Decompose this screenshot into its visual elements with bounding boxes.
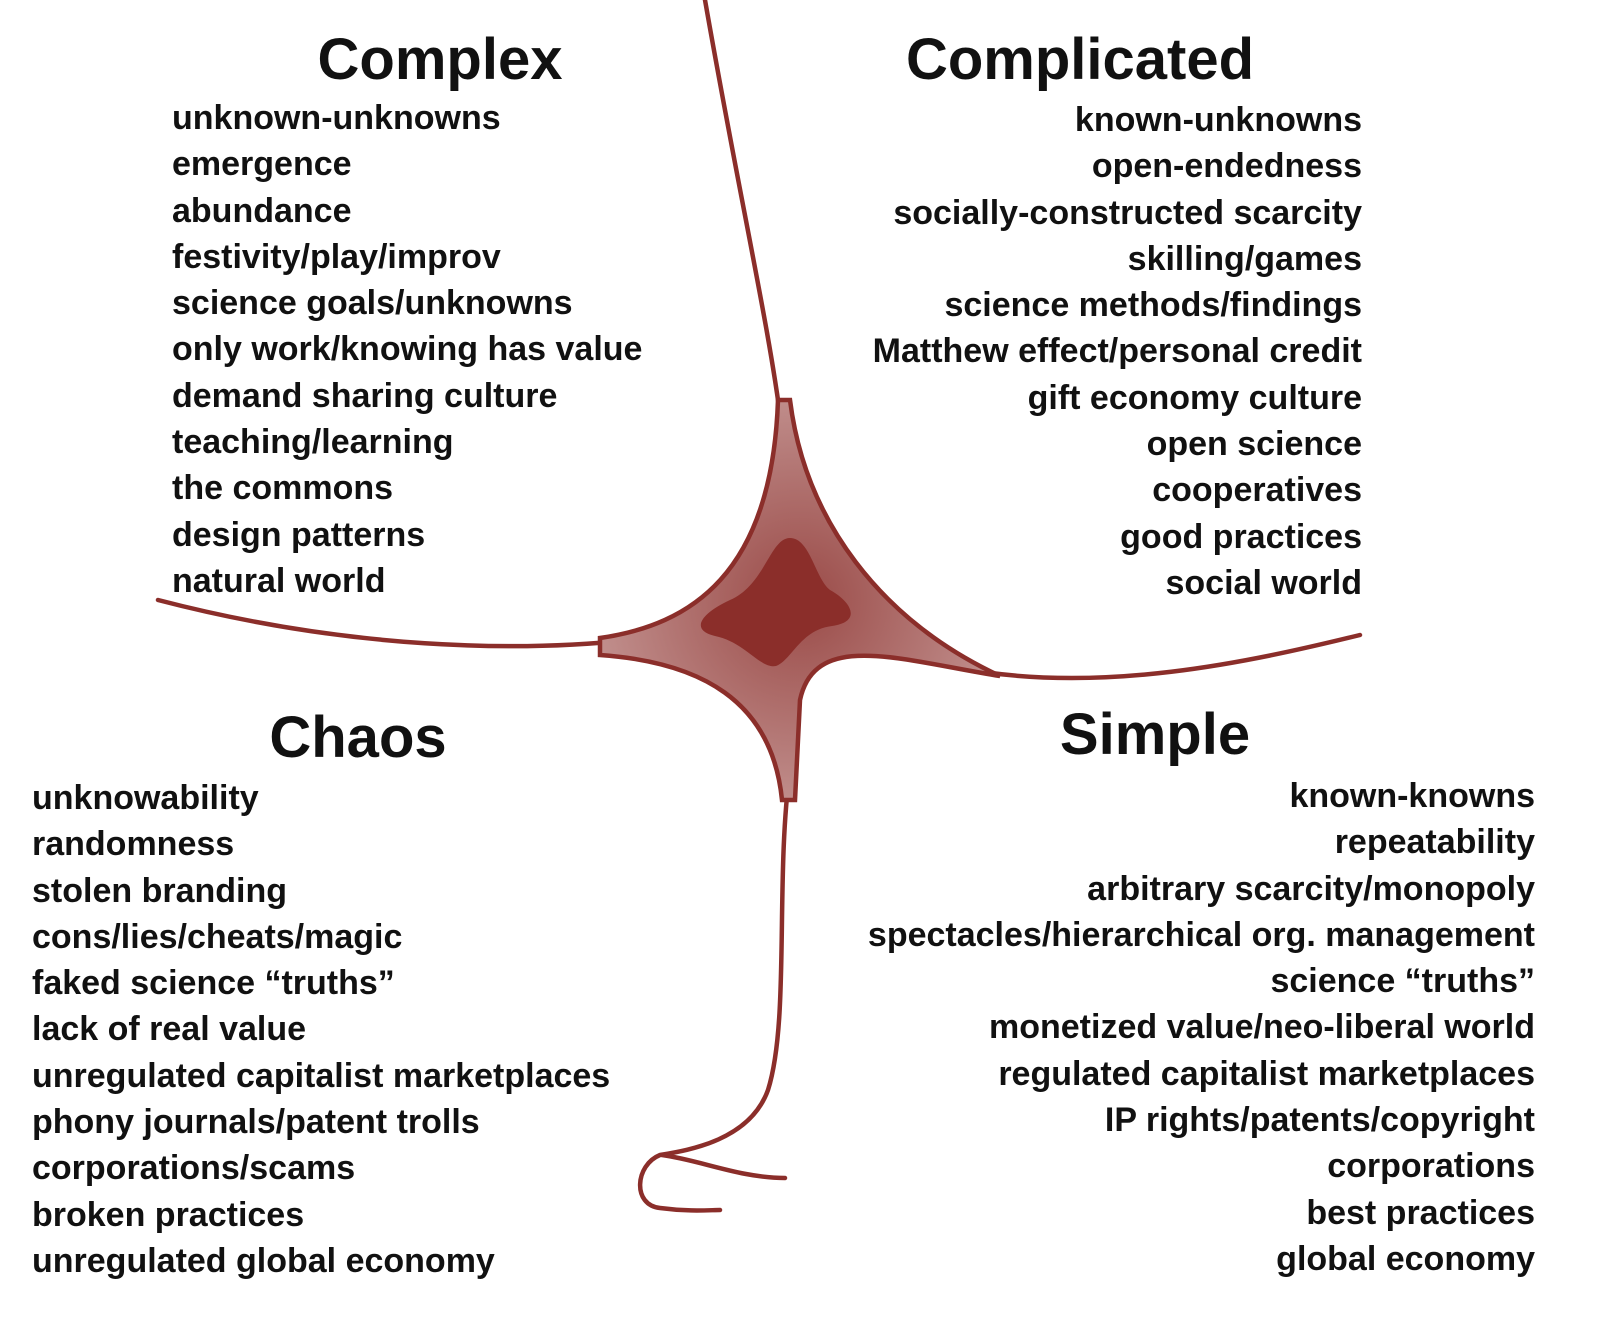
simple-list-item: arbitrary scarcity/monopoly bbox=[1087, 869, 1535, 908]
complex-list-item: natural world bbox=[172, 561, 386, 600]
simple-list-item: global economy bbox=[1276, 1239, 1535, 1278]
complicated-list-item: skilling/games bbox=[1127, 239, 1362, 278]
complex-list-item: teaching/learning bbox=[172, 423, 454, 462]
chaos-list-item: unknowability bbox=[32, 779, 259, 817]
simple-list-item: repeatability bbox=[1334, 823, 1535, 862]
boundary-bottom-hook bbox=[659, 1152, 788, 1181]
complicated-list: known-unknowns open-endedness socially-con… bbox=[873, 97, 1362, 606]
complex-title: Complex bbox=[317, 27, 563, 92]
complicated-list-item: open-endedness bbox=[1091, 147, 1362, 186]
complex-list-item: festivity/play/improv bbox=[172, 237, 501, 276]
complicated-list-item: Matthew effect/personal credit bbox=[872, 332, 1362, 371]
complex-list-item: the commons bbox=[172, 469, 394, 508]
chaos-list-item: unregulated capitalist marketplaces bbox=[32, 1056, 611, 1095]
simple-list-item: IP rights/patents/copyright bbox=[1104, 1101, 1535, 1140]
simple-list-item: regulated capitalist marketplaces bbox=[998, 1054, 1535, 1093]
complex-list-item: unknown-unknowns bbox=[172, 99, 501, 137]
complicated-list-item: socially-constructed scarcity bbox=[893, 193, 1362, 232]
chaos-list-item: randomness bbox=[32, 825, 235, 864]
complicated-title: Complicated bbox=[905, 27, 1255, 92]
boundary-right bbox=[957, 632, 1363, 681]
complex-list-item: only work/knowing has value bbox=[172, 330, 643, 369]
complex-list-item: abundance bbox=[172, 191, 352, 230]
simple-list: known-knowns repeatability arbitrary scarc… bbox=[868, 773, 1535, 1282]
complicated-list-item: gift economy culture bbox=[1027, 378, 1362, 417]
simple-list-item: known-knowns bbox=[1289, 777, 1535, 815]
simple-list-item: spectacles/hierarchical org. management bbox=[867, 915, 1535, 954]
complex-list-item: science goals/unknowns bbox=[172, 284, 573, 323]
complicated-list-item: science methods/findings bbox=[944, 286, 1362, 325]
chaos-list-item: faked science “truths” bbox=[32, 964, 395, 1003]
complex-list-item: design patterns bbox=[172, 515, 426, 554]
chaos-list-item: lack of real value bbox=[32, 1010, 307, 1049]
simple-title: Simple bbox=[1059, 702, 1251, 767]
complicated-list-item: social world bbox=[1165, 563, 1363, 602]
boundary-top bbox=[702, 0, 785, 433]
complicated-list-item: known-unknowns bbox=[1074, 101, 1362, 139]
chaos-title: Chaos bbox=[269, 705, 447, 770]
complex-list: unknown-unknowns emergence abundance festiv… bbox=[172, 95, 642, 604]
chaos-list-item: unregulated global economy bbox=[32, 1241, 495, 1280]
simple-list-item: best practices bbox=[1306, 1193, 1535, 1232]
chaos-list-item: phony journals/patent trolls bbox=[32, 1103, 480, 1142]
simple-list-item: monetized value/neo-liberal world bbox=[989, 1008, 1535, 1047]
complicated-list-item: cooperatives bbox=[1152, 471, 1362, 510]
simple-list-item: science “truths” bbox=[1270, 962, 1535, 1001]
boundary-bottom bbox=[637, 767, 793, 1213]
chaos-list: unknowability randomness stolen branding co… bbox=[32, 775, 610, 1284]
complicated-list-item: good practices bbox=[1120, 517, 1362, 556]
chaos-list-item: stolen branding bbox=[32, 871, 287, 910]
chaos-list-item: cons/lies/cheats/magic bbox=[32, 917, 403, 956]
complicated-list-item: open science bbox=[1146, 425, 1362, 464]
complex-list-item: demand sharing culture bbox=[172, 376, 558, 415]
complex-list-item: emergence bbox=[172, 145, 352, 184]
chaos-list-item: broken practices bbox=[32, 1195, 305, 1234]
chaos-list-item: corporations/scams bbox=[32, 1149, 356, 1188]
disorder-core bbox=[700, 538, 851, 667]
simple-list-item: corporations bbox=[1327, 1147, 1535, 1186]
boundary-left bbox=[155, 597, 633, 649]
